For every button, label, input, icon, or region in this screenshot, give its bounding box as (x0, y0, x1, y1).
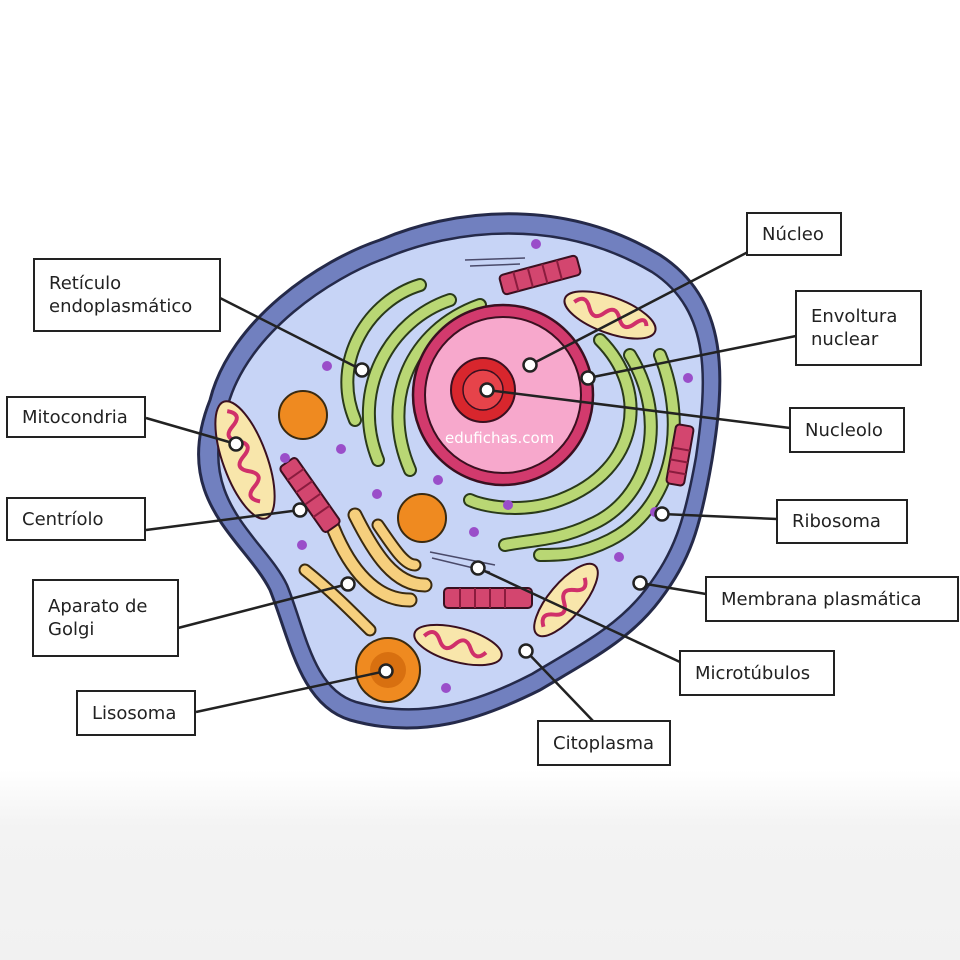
label-mitocondria: Mitocondria (6, 396, 146, 438)
label-ribosoma: Ribosoma (776, 499, 908, 544)
label-envoltura-nuclear: Envoltura nuclear (795, 290, 922, 366)
lysosomes (278, 390, 447, 703)
leader-dots (228, 357, 670, 679)
ribosomes (280, 239, 693, 693)
golgi-apparatus (298, 507, 433, 637)
watermark: edufichas.com (445, 429, 554, 447)
label-nucleolo: Nucleolo (789, 407, 905, 453)
label-reticulo-endoplasmatico: Retículo endoplasmático (33, 258, 221, 332)
label-lisosoma: Lisosoma (76, 690, 196, 736)
label-aparato-de-golgi: Aparato de Golgi (32, 579, 179, 657)
endoplasmic-reticulum (340, 278, 681, 562)
bottom-fade-background (0, 770, 960, 960)
label-citoplasma: Citoplasma (537, 720, 671, 766)
label-membrana-plasmatica: Membrana plasmática (705, 576, 959, 622)
centrioles (279, 254, 695, 609)
label-microtubulos: Microtúbulos (679, 650, 835, 696)
label-nucleo: Núcleo (746, 212, 842, 256)
nucleus (411, 303, 595, 487)
leader-lines (145, 250, 797, 723)
label-centriolo: Centríolo (6, 497, 146, 541)
mitochondria (214, 290, 657, 667)
